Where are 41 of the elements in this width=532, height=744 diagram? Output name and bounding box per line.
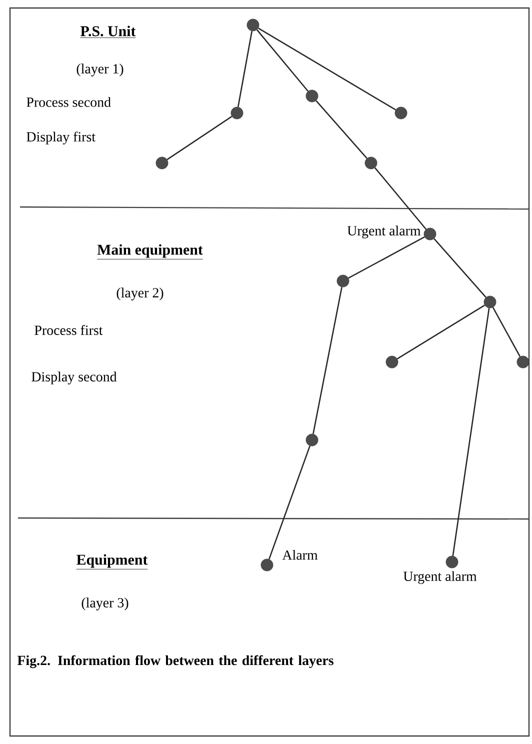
node-label: Alarm xyxy=(282,550,318,560)
dot xyxy=(306,434,318,446)
dot xyxy=(386,356,398,368)
layer-text: (layer 1) xyxy=(76,64,124,76)
node-label: Urgent alarm xyxy=(403,571,477,584)
layer-text: (layer 2) xyxy=(116,288,164,300)
layer-text: Process second xyxy=(26,97,111,107)
dot xyxy=(230,106,244,120)
connector-line xyxy=(492,307,521,357)
dot xyxy=(336,274,350,288)
layer-text: (layer 3) xyxy=(82,598,128,610)
dot xyxy=(484,296,496,308)
dot xyxy=(516,356,530,368)
dot xyxy=(156,156,168,170)
layer-text: Display second xyxy=(32,372,117,384)
connector-line xyxy=(256,29,309,92)
dot xyxy=(424,228,436,240)
connector-line xyxy=(312,286,342,434)
dot xyxy=(306,90,318,102)
connector-line xyxy=(316,100,368,159)
connector-line xyxy=(434,238,486,298)
layer-text: Display first xyxy=(26,132,96,144)
connector-line xyxy=(258,28,396,110)
layer-heading: P.S. Unit xyxy=(80,26,136,38)
dot xyxy=(394,106,408,120)
connector-line xyxy=(348,236,425,279)
connector-line xyxy=(237,30,253,108)
node-label: Urgent alarm xyxy=(347,226,421,238)
figure-caption: Fig.2. Information flow between the different layers xyxy=(17,655,334,668)
dot xyxy=(364,156,378,170)
connector-line xyxy=(396,304,486,360)
connector-line xyxy=(452,308,490,556)
dot xyxy=(446,556,458,568)
layer-heading: Main equipment xyxy=(96,244,204,260)
connector-line xyxy=(268,446,311,560)
layer-text: Process first xyxy=(34,325,103,335)
dot xyxy=(260,558,274,572)
connector-line xyxy=(166,116,232,160)
connector-line xyxy=(374,167,427,230)
layer-heading: Equipment xyxy=(76,554,148,570)
dot xyxy=(246,18,260,32)
